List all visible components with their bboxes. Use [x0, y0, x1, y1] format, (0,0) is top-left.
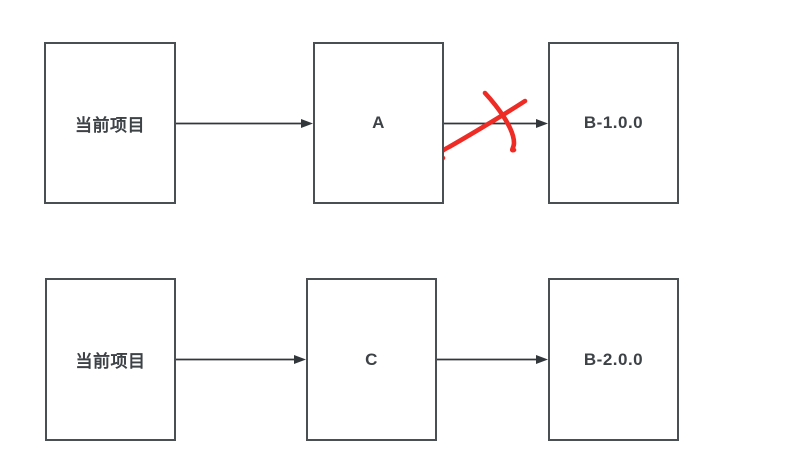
edge-c-to-b200: [437, 355, 548, 364]
node-current-project-1: 当前项目: [44, 42, 176, 204]
arrowhead-icon: [536, 119, 548, 128]
edge-a-to-b100: [444, 119, 548, 128]
arrowhead-icon: [536, 355, 548, 364]
node-b-1-0-0: B-1.0.0: [548, 42, 679, 204]
edge-current-to-a: [176, 119, 313, 128]
node-b-2-0-0: B-2.0.0: [548, 278, 679, 441]
node-c: C: [306, 278, 437, 441]
arrowhead-icon: [301, 119, 313, 128]
crossed-out-mark-icon: [437, 90, 528, 161]
node-a: A: [313, 42, 444, 204]
edge-current-to-c: [176, 355, 306, 364]
arrowhead-icon: [294, 355, 306, 364]
node-current-project-2: 当前项目: [45, 278, 176, 441]
